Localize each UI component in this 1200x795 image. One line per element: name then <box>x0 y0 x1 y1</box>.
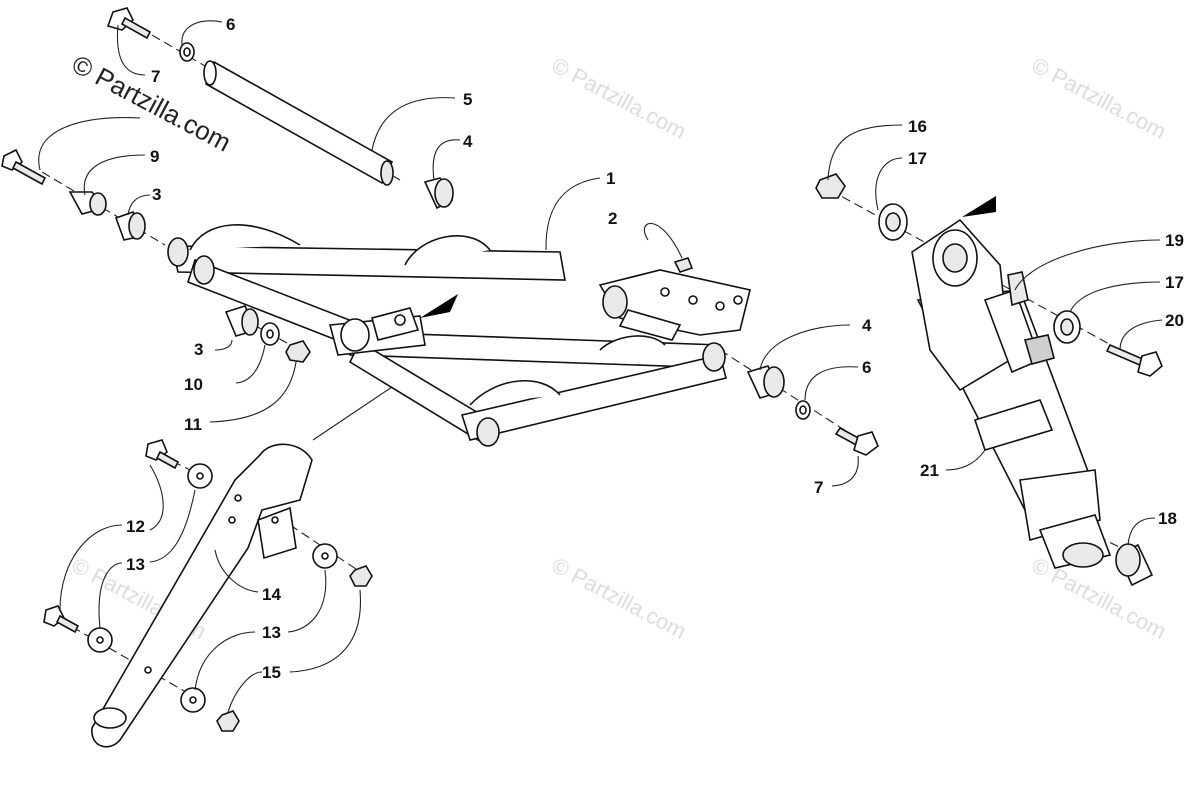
strap-14 <box>91 443 313 748</box>
callout-1: 1 <box>606 169 615 188</box>
bolt-7-right <box>834 426 879 456</box>
washer-13-bottom <box>180 687 206 713</box>
callout-15: 15 <box>262 663 281 682</box>
callout-13-left: 13 <box>126 555 145 574</box>
washer-13-lower <box>87 627 113 653</box>
washer-10 <box>260 322 280 346</box>
bolt-12-lower <box>43 605 80 634</box>
bushing-4-top <box>423 177 454 210</box>
bushing-18 <box>1115 543 1154 587</box>
callout-12: 12 <box>126 517 145 536</box>
nut-16 <box>815 173 846 199</box>
callout-7-right: 7 <box>814 478 823 497</box>
callout-4-top: 4 <box>463 132 473 151</box>
bushing-17-right <box>1053 310 1081 344</box>
callout-20: 20 <box>1165 311 1184 330</box>
callout-13-right: 13 <box>262 623 281 642</box>
washer-13-right <box>312 543 338 569</box>
callout-19: 19 <box>1165 231 1184 250</box>
swing-arm-frame <box>167 224 751 447</box>
shaft-5 <box>203 60 394 186</box>
nut-11 <box>285 340 311 363</box>
washer-6-right <box>795 400 811 420</box>
bolt-20 <box>1105 343 1163 377</box>
shock-absorber-21 <box>911 218 1112 569</box>
spacer-9 <box>68 191 107 216</box>
bushing-3-top <box>114 210 146 241</box>
callout-9: 9 <box>150 147 159 166</box>
callout-6-right: 6 <box>862 358 871 377</box>
pointer-arrow-right <box>962 196 996 217</box>
watermark: © Partzilla.com <box>548 52 691 144</box>
watermark: © Partzilla.com <box>548 552 691 644</box>
callout-4-right: 4 <box>862 316 872 335</box>
watermark: © Partzilla.com <box>1028 52 1171 144</box>
callouts: 6 7 5 4 9 3 1 2 3 10 11 4 6 7 16 17 19 1… <box>126 15 1184 682</box>
nut-15-top <box>349 565 373 587</box>
callout-5: 5 <box>463 90 472 109</box>
bolt-12-top <box>145 439 180 470</box>
callout-11: 11 <box>184 415 202 434</box>
callout-3-lower: 3 <box>194 340 203 359</box>
watermark: © Partzilla.com <box>1028 552 1171 644</box>
callout-17-right: 17 <box>1165 273 1184 292</box>
callout-14: 14 <box>262 585 281 604</box>
bolt-7-top <box>106 7 152 40</box>
callout-16: 16 <box>908 117 927 136</box>
bushing-4-right <box>746 365 785 399</box>
callout-21: 21 <box>920 461 939 480</box>
callout-3-top: 3 <box>152 185 161 204</box>
callout-17-top: 17 <box>908 149 927 168</box>
callout-10: 10 <box>184 375 203 394</box>
callout-6-top: 6 <box>226 15 235 34</box>
bushing-17-top <box>878 203 908 241</box>
callout-7-top: 7 <box>151 67 160 86</box>
nut-15-bottom <box>216 710 240 732</box>
leader-lines <box>38 20 1163 713</box>
callout-2: 2 <box>608 209 617 228</box>
washer-6-top <box>179 42 195 62</box>
washer-13-top <box>187 463 213 489</box>
pointer-arrow-left <box>420 294 458 318</box>
callout-18: 18 <box>1158 509 1177 528</box>
bushing-3-lower <box>224 305 259 337</box>
bolt-left <box>1 148 47 186</box>
